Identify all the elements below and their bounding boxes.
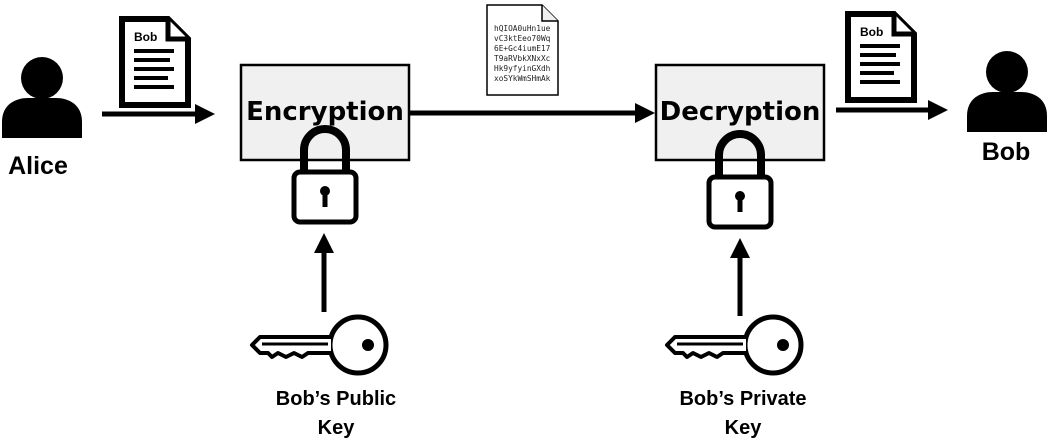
- decryption-box: [654, 63, 826, 162]
- private-key-icon: [667, 317, 801, 373]
- bob-person-icon: [967, 51, 1047, 132]
- document-label: Bob: [134, 30, 157, 44]
- cipher-line: 6E+Gc4iumE17: [494, 44, 551, 53]
- plaintext-document-icon: Bob: [122, 19, 188, 105]
- decrypted-document-icon: Bob: [848, 14, 914, 100]
- decryption-label: Decryption: [660, 97, 821, 127]
- ciphertext-document-icon: hQIOA0uHn1ue vC3ktEeo70Wq 6E+Gc4iumE17 T…: [486, 4, 559, 96]
- cipher-line: xoSYkWmSHmAk: [494, 74, 551, 83]
- cipher-line: hQIOA0uHn1ue: [494, 24, 551, 33]
- bob-label: Bob: [982, 138, 1031, 166]
- document-label: Bob: [860, 25, 883, 39]
- alice-label: Alice: [8, 152, 68, 180]
- public-key-label-line1: Bob’s Public: [276, 388, 396, 410]
- cipher-line: T9aRVbkXNxXc: [494, 54, 551, 63]
- private-key-label-line2: Key: [725, 417, 763, 439]
- private-key-label-line1: Bob’s Private: [679, 388, 806, 410]
- cipher-line: Hk9yfyinGXdh: [494, 64, 550, 73]
- public-key-icon: [252, 317, 386, 373]
- public-key-label-line2: Key: [318, 417, 356, 439]
- encryption-label: Encryption: [246, 97, 404, 127]
- cipher-line: vC3ktEeo70Wq: [494, 34, 551, 43]
- alice-person-icon: [2, 57, 82, 138]
